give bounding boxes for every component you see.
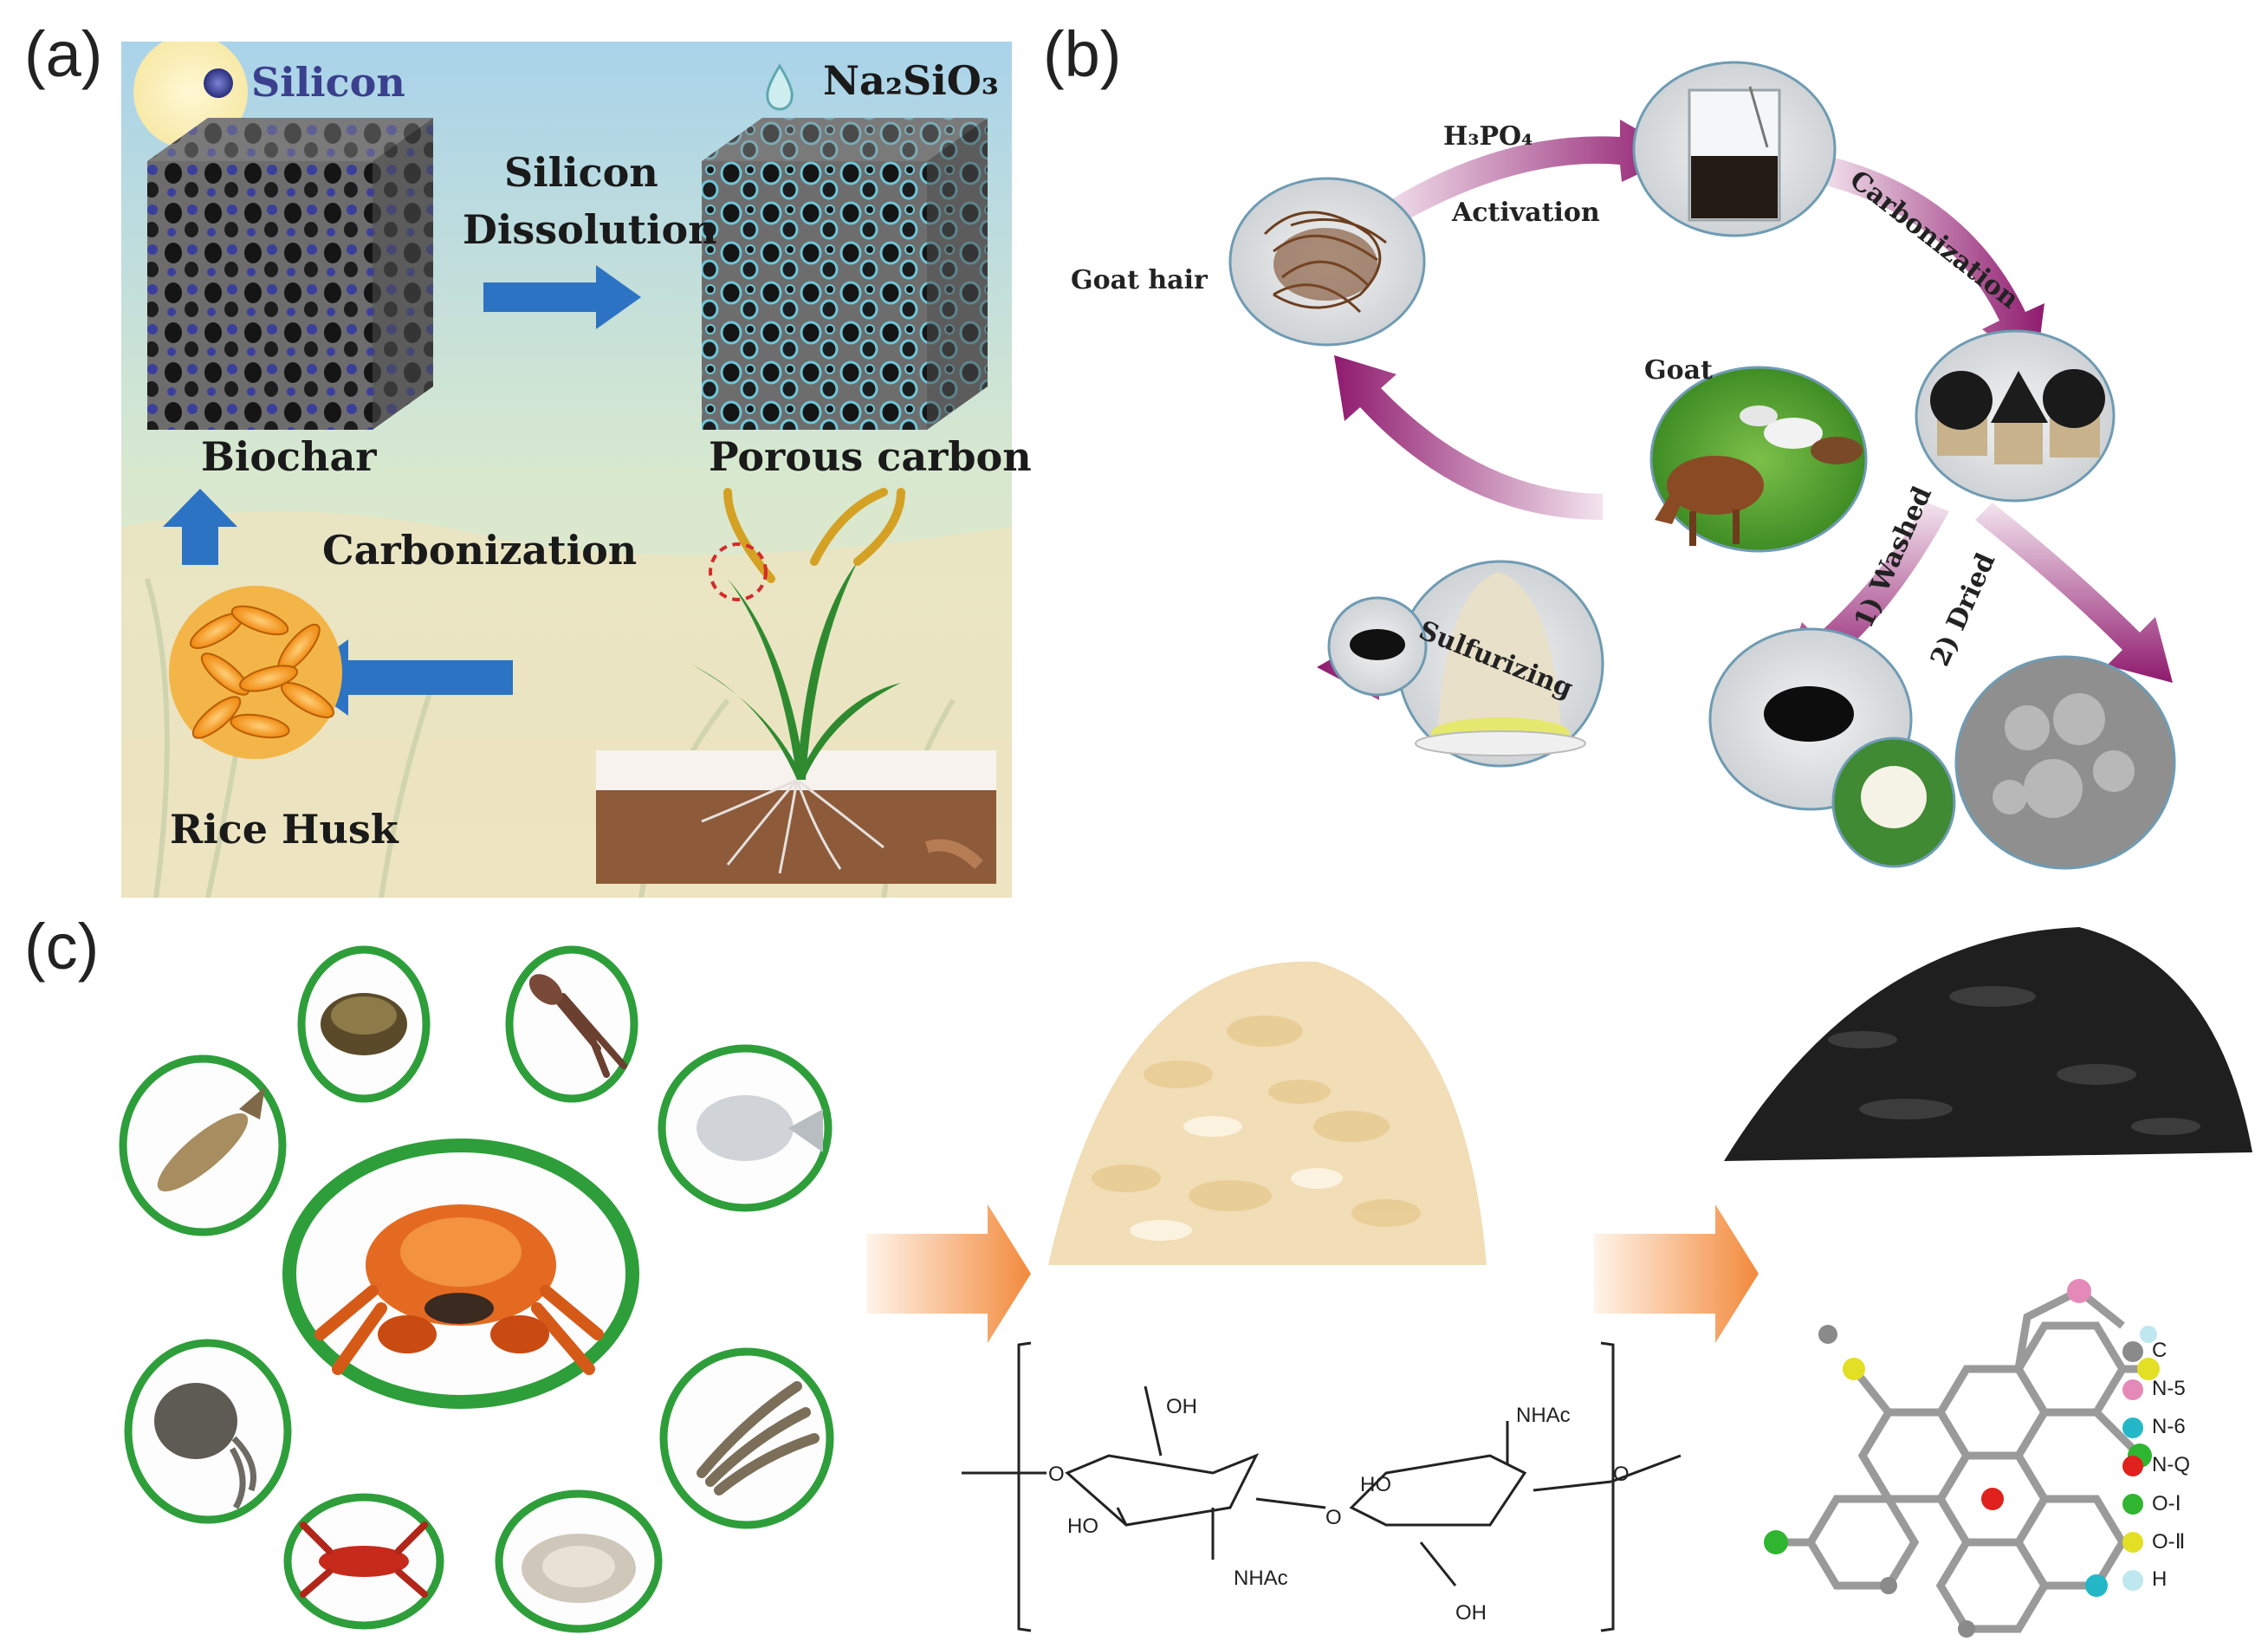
beaker-image <box>1632 61 1837 237</box>
goat-image <box>1649 366 1868 553</box>
legend-label-c: C <box>2152 1339 2168 1362</box>
chitin-o-bridge: O <box>1325 1506 1342 1529</box>
cuttlefish-image <box>154 1383 256 1509</box>
silicon-legend-label: Silicon <box>251 59 405 106</box>
silicon-dissolution-label-1: Silicon <box>504 149 658 196</box>
panel-b-label: (b) <box>1043 18 1122 90</box>
rice-husk-image <box>169 586 342 759</box>
chitin-oh-bottom: OH <box>1455 1601 1487 1625</box>
crab-image <box>314 1204 604 1375</box>
squid-image <box>528 974 627 1078</box>
panel-a-illustration <box>121 42 1012 898</box>
legend-label-n6: N-6 <box>2152 1415 2186 1438</box>
oyster-image <box>522 1534 636 1603</box>
carbonization-label: Carbonization <box>322 527 638 574</box>
to-chitin-arrow <box>866 1204 1031 1343</box>
goat-label: Goat <box>1644 355 1713 386</box>
sem-image <box>1954 655 2176 870</box>
shrimp-image <box>697 1381 820 1496</box>
legend-label-h: H <box>2152 1567 2168 1591</box>
carbon-pile-image <box>1724 927 2252 1161</box>
panel-b-process-cycle <box>1228 61 2176 870</box>
chitin-ho-right: HO <box>1360 1473 1391 1496</box>
panel-c-label: (c) <box>24 911 100 983</box>
fish-image <box>157 1087 265 1192</box>
legend-label-n5: N-5 <box>2152 1377 2186 1400</box>
carbonized-blocks-image <box>1915 329 2116 503</box>
dissolution-arrow <box>483 265 641 329</box>
clam-image <box>321 993 407 1055</box>
activation-arrow <box>1377 120 1681 227</box>
activation-label: Activation <box>1452 198 1600 228</box>
biochar-cube <box>147 118 433 430</box>
black-powder-small-image <box>1327 596 1428 697</box>
porous-carbon-cube <box>702 118 988 430</box>
return-to-goat-hair-arrow <box>1334 355 1603 520</box>
h3po4-label: H₃PO₄ <box>1443 121 1533 152</box>
rice-plant-image <box>596 488 996 884</box>
chitin-o-left: O <box>1048 1463 1065 1486</box>
goat-hair-label: Goat hair <box>1071 265 1208 295</box>
chitin-structure <box>962 1341 1682 1632</box>
biochar-label: Biochar <box>201 433 377 480</box>
panel-a-label: (a) <box>24 18 103 90</box>
panel-c-illustration <box>119 927 2252 1638</box>
chitin-oh-top: OH <box>1166 1395 1197 1418</box>
chitin-ho-left: HO <box>1067 1515 1098 1538</box>
sem-arrow <box>1975 503 2173 683</box>
silicon-dissolution-label-2: Dissolution <box>463 206 717 253</box>
chitin-flakes-image <box>1048 961 1487 1265</box>
legend-label-o2: O-Ⅱ <box>2152 1530 2186 1554</box>
sulfur-cone-image <box>1396 560 1604 768</box>
rice-husk-label: Rice Husk <box>170 806 399 853</box>
legend-label-nq: N-Q <box>2152 1453 2190 1476</box>
chitin-nhac-top: NHAc <box>1516 1404 1571 1427</box>
na2sio3-legend-label: Na₂SiO₃ <box>823 57 999 104</box>
chitin-o-right: O <box>1613 1463 1630 1486</box>
carbonization-up-arrow <box>163 489 237 565</box>
porous-carbon-label: Porous carbon <box>709 433 1032 480</box>
chitin-nhac-bottom: NHAc <box>1234 1567 1288 1590</box>
droplet-icon <box>766 63 794 111</box>
legend-label-o1: O-Ⅰ <box>2152 1492 2181 1515</box>
to-carbon-arrow <box>1594 1204 1759 1343</box>
crayfish-image <box>300 1521 428 1598</box>
model-legend-dots <box>2122 1341 2143 1591</box>
silicon-ball-icon <box>204 68 233 98</box>
pomfret-image <box>697 1095 823 1161</box>
goat-hair-image <box>1228 177 1426 347</box>
squid-ellipse <box>505 945 638 1103</box>
cauliflower-image <box>1831 736 1956 868</box>
